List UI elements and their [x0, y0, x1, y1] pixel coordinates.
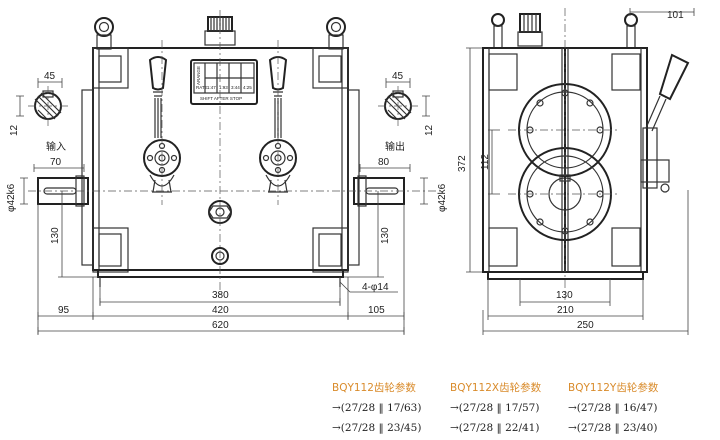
params-row: →(27/28 ‖ 17/63)	[332, 402, 421, 415]
housing-lug	[312, 227, 349, 273]
dimension-label: 130	[50, 227, 61, 244]
params-title: BQY112X齿轮参数	[450, 381, 542, 394]
dimension-label: 4-φ14	[362, 282, 389, 293]
plate-rate: 1:47	[207, 85, 216, 90]
plate-rate-label: RATE	[196, 85, 208, 90]
dimension-label: 130	[556, 290, 573, 301]
lifting-eye	[491, 13, 505, 49]
keyway-section	[378, 86, 420, 126]
housing-lug	[312, 47, 349, 89]
dimension-label: 80	[378, 157, 390, 168]
dimension-label: 45	[44, 71, 56, 82]
dimension-label: 12	[424, 124, 435, 136]
dimension-label: φ42k6	[6, 183, 17, 212]
params-row: →(27/28 ‖ 17/57)	[450, 402, 539, 415]
params-row: →(27/28 ‖ 23/45)	[332, 422, 421, 435]
dimension-label: 420	[212, 305, 229, 316]
params-title: BQY112Y齿轮参数	[568, 381, 659, 394]
dimension-label: 45	[392, 71, 404, 82]
side-view: 101 372 112 130 210 250	[457, 8, 695, 335]
dimension-label: 105	[368, 305, 385, 316]
breather-plug	[517, 13, 543, 47]
lifting-eye	[94, 17, 114, 50]
housing-foot	[97, 269, 344, 278]
dimension-label: 620	[212, 320, 229, 331]
lifting-eye	[326, 17, 346, 50]
side-shift-lever	[640, 53, 690, 193]
params-row: →(27/28 ‖ 22/41)	[450, 422, 539, 435]
housing-body	[92, 47, 349, 271]
params-title: BQY112齿轮参数	[332, 381, 416, 394]
dimension-label: 380	[212, 290, 229, 301]
front-view: ARANGE RATE 1:47 1:93 3:44 4:25 SHIFT AF…	[6, 10, 448, 335]
plate-footer: SHIFT AFTER STOP	[200, 96, 242, 101]
gear-params: BQY112齿轮参数 →(27/28 ‖ 17/63) →(27/28 ‖ 23…	[332, 381, 659, 435]
dimension-label: 112	[480, 154, 491, 170]
housing-lug	[92, 47, 129, 89]
housing-lug	[92, 227, 129, 273]
keyway-section	[28, 86, 70, 126]
plate-rate: 4:25	[243, 85, 252, 90]
dimension-label: 250	[577, 320, 594, 331]
output-label: 输出	[385, 140, 405, 153]
shift-plate: ARANGE RATE 1:47 1:93 3:44 4:25 SHIFT AF…	[190, 59, 258, 105]
dimension-label: 95	[58, 305, 70, 316]
plate-rate: 1:93	[219, 85, 228, 90]
params-row: →(27/28 ‖ 23/40)	[568, 422, 657, 435]
dimension-label: 70	[50, 157, 62, 168]
dimension-label: 210	[557, 305, 574, 316]
plate-rate: 3:44	[231, 85, 240, 90]
input-label: 输入	[46, 140, 66, 153]
dimension-label: 101	[667, 10, 684, 21]
params-row: →(27/28 ‖ 16/47)	[568, 402, 657, 415]
plate-title: ARANGE	[196, 66, 201, 85]
dimension-label: 372	[457, 155, 468, 172]
lifting-eye	[624, 13, 638, 49]
dimension-label: φ42k6	[437, 183, 448, 212]
dimension-label: 130	[380, 227, 391, 244]
dimension-label: 12	[9, 124, 20, 136]
